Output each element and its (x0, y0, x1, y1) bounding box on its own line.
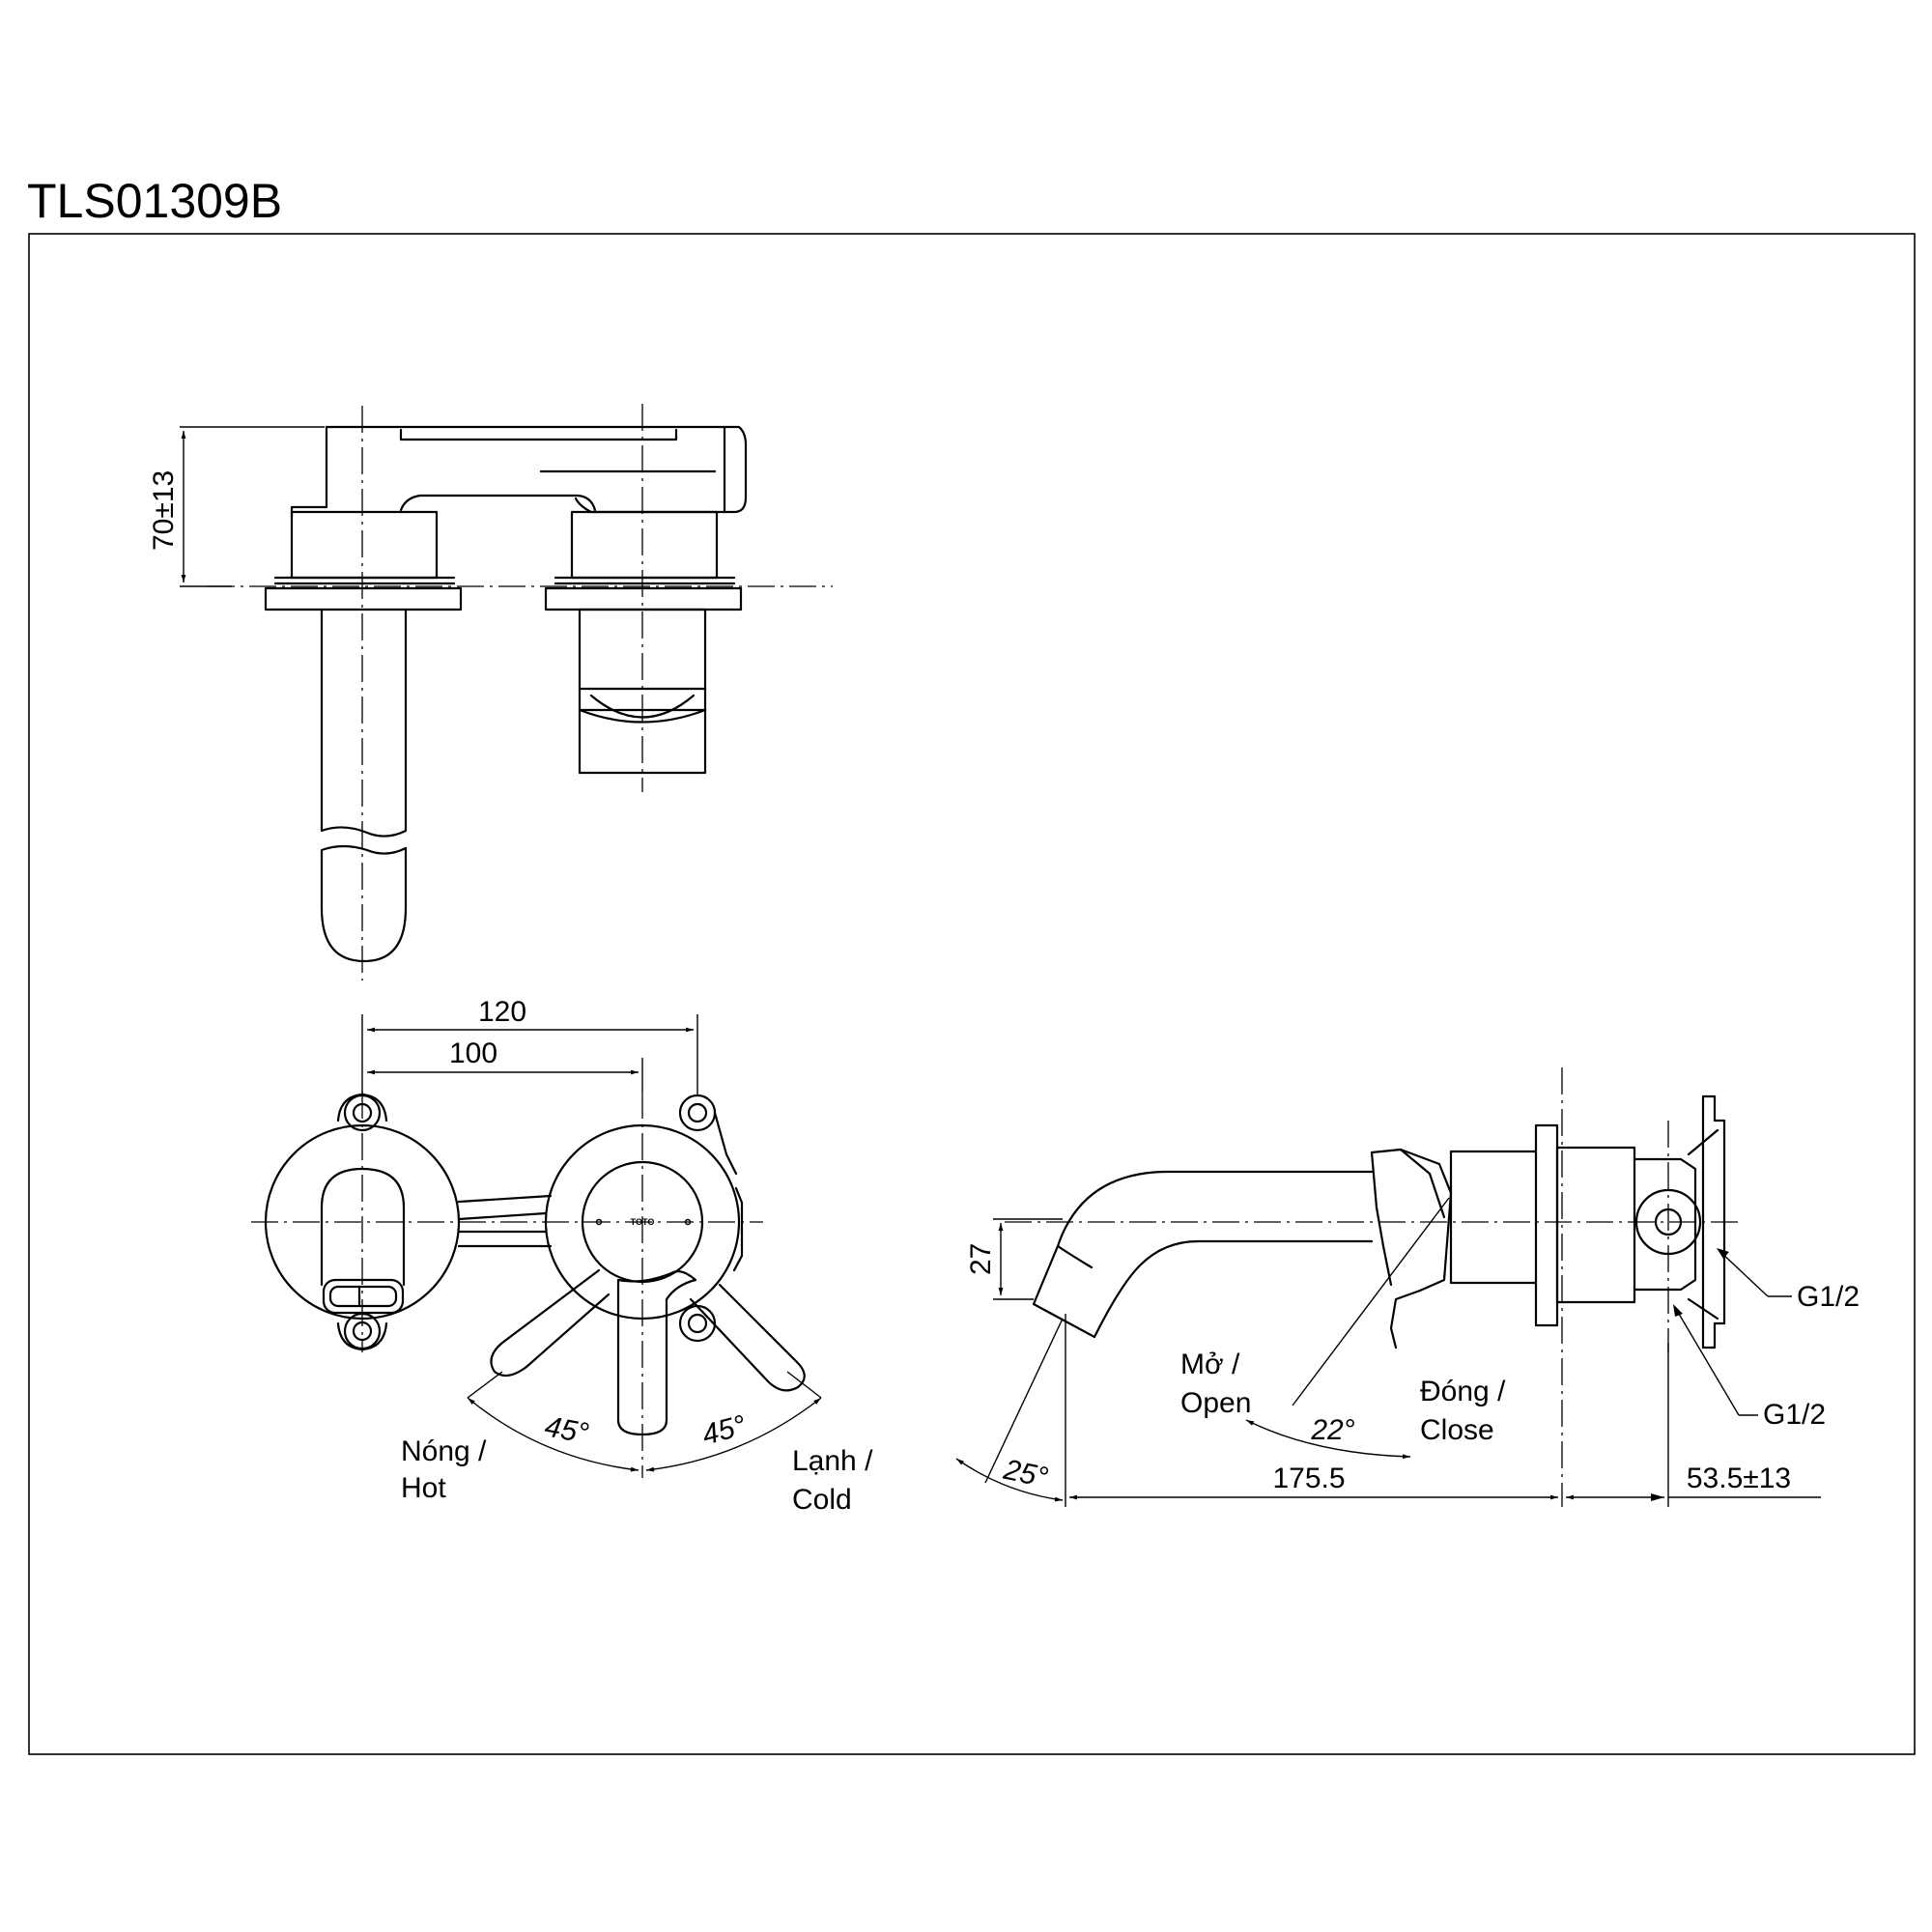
thread-label-upper: G1/2 (1797, 1281, 1860, 1313)
label-cold-1: Lạnh / (792, 1445, 873, 1477)
dim-wall-depth: 53.5±13 (1687, 1463, 1791, 1494)
label-close-2: Close (1420, 1414, 1494, 1446)
label-cold-2: Cold (792, 1484, 852, 1516)
side-view: 27 175.5 53.5±13 25° 22° Mở / Open Đóng … (955, 1067, 1860, 1507)
label-hot-2: Hot (401, 1472, 446, 1504)
label-open-1: Mở / (1180, 1349, 1240, 1380)
dim-width-outer: 120 (478, 996, 526, 1028)
label-close-1: Đóng / (1420, 1376, 1506, 1407)
angle-left: 45° (542, 1410, 590, 1449)
label-hot-1: Nóng / (401, 1435, 487, 1467)
drawing-frame (28, 233, 1916, 1755)
label-open-2: Open (1180, 1387, 1251, 1419)
dim-width-inner: 100 (449, 1037, 497, 1069)
front-view: 120 100 TOTO (251, 996, 873, 1516)
dim-height-top: 70±13 (148, 470, 180, 551)
angle-open: 22° (1310, 1414, 1354, 1446)
dim-projection: 175.5 (1272, 1463, 1345, 1494)
top-view: 70±13 (148, 404, 833, 980)
dim-spout-height: 27 (965, 1243, 997, 1275)
thread-label-lower: G1/2 (1763, 1399, 1826, 1431)
drawing-title: TLS01309B (27, 174, 283, 228)
angle-spout: 25° (1000, 1454, 1050, 1494)
